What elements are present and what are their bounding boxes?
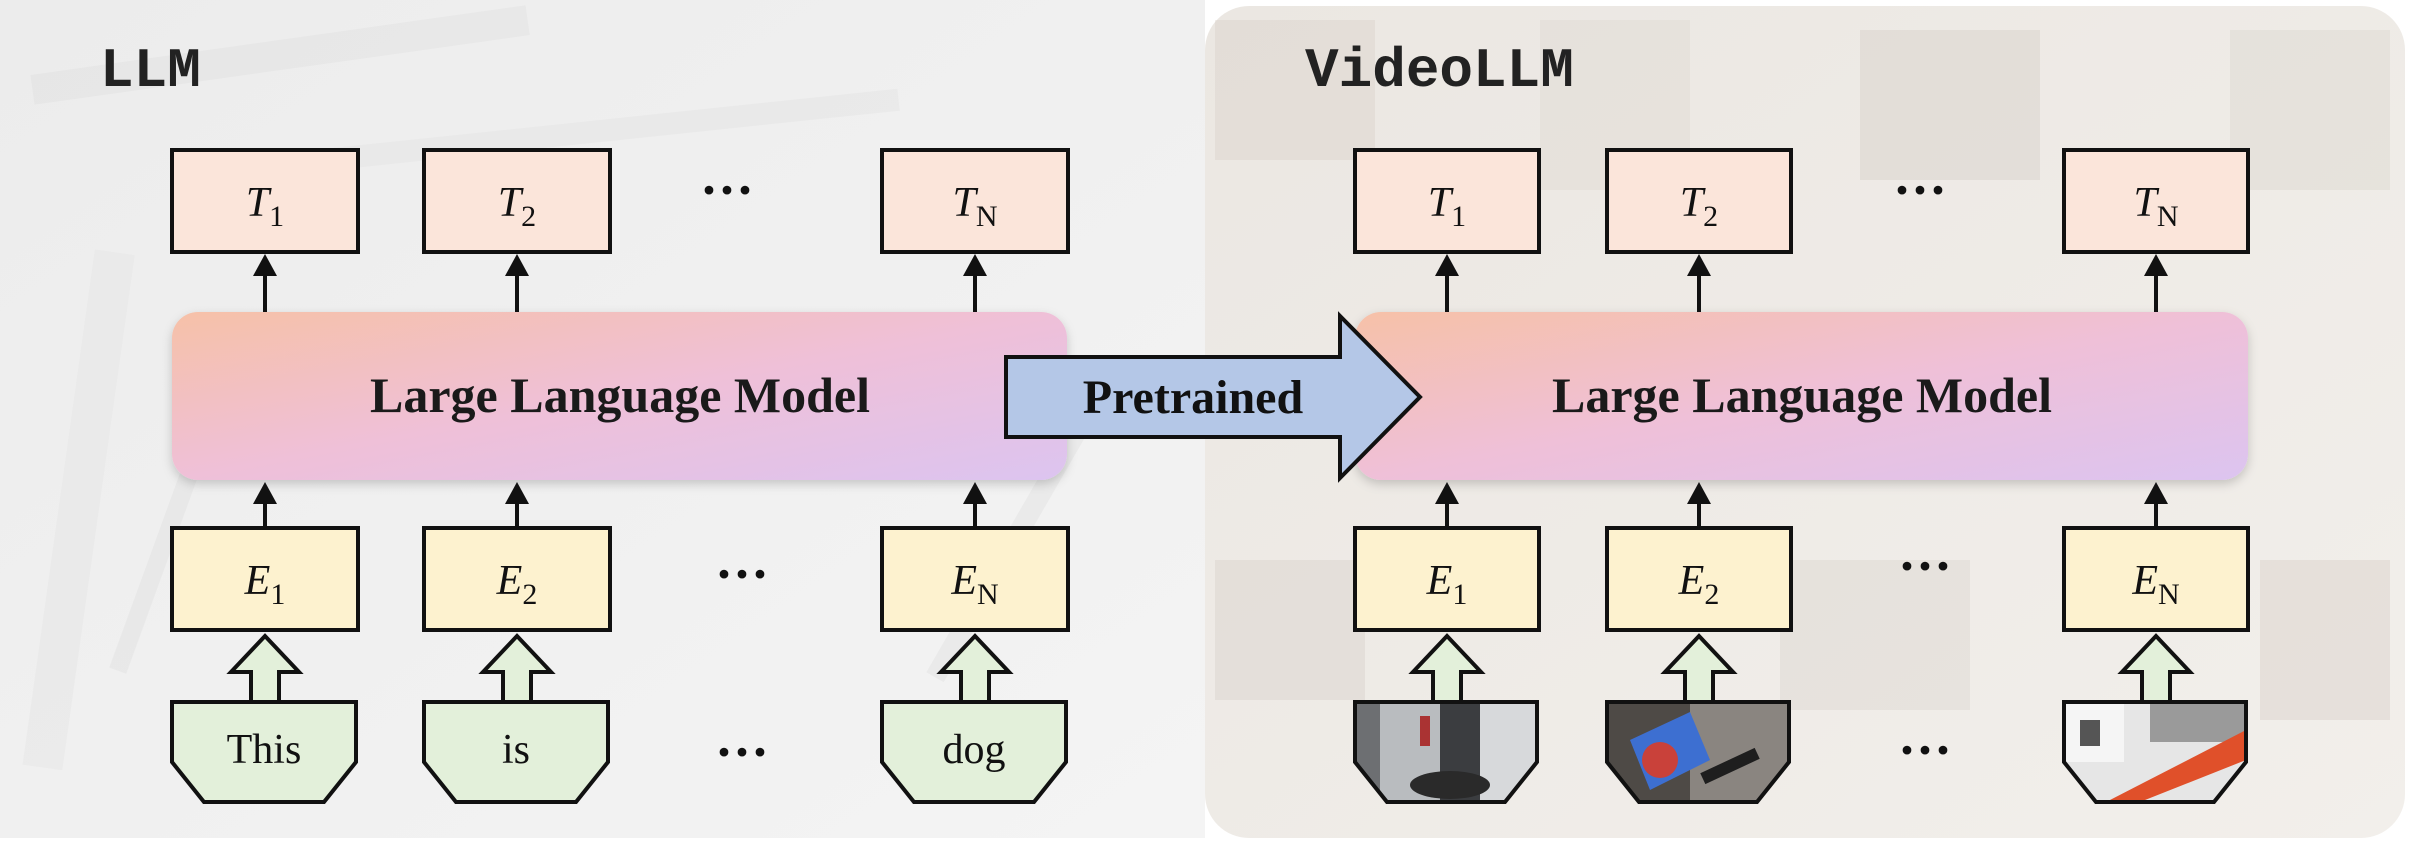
right-embedding-n: EN [2062, 526, 2250, 632]
left-input-token-text-1: This [227, 727, 302, 773]
left-input-token-2: is [422, 700, 610, 804]
right-embedding-label-2: E2 [1678, 558, 1720, 611]
left-token-arrows [226, 633, 1014, 704]
right-output-label-n: TN [2133, 180, 2178, 233]
right-output-label-2: T2 [1680, 180, 1718, 233]
right-lower-arrows [1435, 482, 2168, 528]
video-collage-texture [1215, 20, 2390, 720]
left-output-token-2: T2 [422, 148, 612, 254]
right-output-label-1: T1 [1428, 180, 1466, 233]
left-upper-arrows [253, 254, 987, 312]
right-output-ellipsis: ··· [1893, 160, 1947, 220]
left-output-label-n: TN [952, 180, 997, 233]
left-output-token-n: TN [880, 148, 1070, 254]
right-output-token-1: T1 [1353, 148, 1541, 254]
right-frame-ellipsis: ··· [1898, 720, 1952, 780]
right-llm-label: Large Language Model [1552, 367, 2052, 423]
left-lower-arrows [253, 482, 987, 528]
left-llm-block: Large Language Model [172, 312, 1067, 480]
left-output-label-2: T2 [498, 180, 536, 233]
video-frame-2 [1605, 700, 1791, 804]
left-embedding-n: EN [880, 526, 1070, 632]
left-embedding-2: E2 [422, 526, 612, 632]
right-embedding-2: E2 [1605, 526, 1793, 632]
pretrained-label: Pretrained [1083, 371, 1304, 424]
left-input-token-text-2: is [502, 727, 530, 773]
right-output-token-2: T2 [1605, 148, 1793, 254]
left-panel-title: LLM [100, 39, 201, 103]
right-embedding-1: E1 [1353, 526, 1541, 632]
right-embedding-label-1: E1 [1426, 558, 1468, 611]
video-frame-n [2062, 700, 2248, 804]
left-embedding-label-1: E1 [244, 558, 286, 611]
right-llm-block: Large Language Model [1355, 312, 2248, 480]
left-input-token-text-n: dog [943, 727, 1006, 773]
left-output-token-1: T1 [170, 148, 360, 254]
pretrained-transfer-arrow: Pretrained [1004, 311, 1423, 483]
left-token-ellipsis: ··· [715, 722, 769, 782]
right-output-token-n: TN [2062, 148, 2250, 254]
left-embedding-label-n: EN [950, 558, 998, 611]
right-upper-arrows [1435, 254, 2168, 312]
video-frame-1 [1353, 700, 1539, 804]
left-input-token-n: dog [880, 700, 1068, 804]
right-embedding-ellipsis: ··· [1898, 536, 1952, 596]
left-llm-label: Large Language Model [370, 367, 870, 423]
left-output-label-1: T1 [246, 180, 284, 233]
left-output-ellipsis: ··· [700, 160, 754, 220]
right-panel-title: VideoLLM [1305, 39, 1574, 103]
left-embedding-ellipsis: ··· [715, 544, 769, 604]
left-input-token-1: This [170, 700, 358, 804]
left-embedding-label-2: E2 [496, 558, 538, 611]
right-frame-arrows [1408, 633, 2195, 704]
right-embedding-label-n: EN [2131, 558, 2179, 611]
left-embedding-1: E1 [170, 526, 360, 632]
